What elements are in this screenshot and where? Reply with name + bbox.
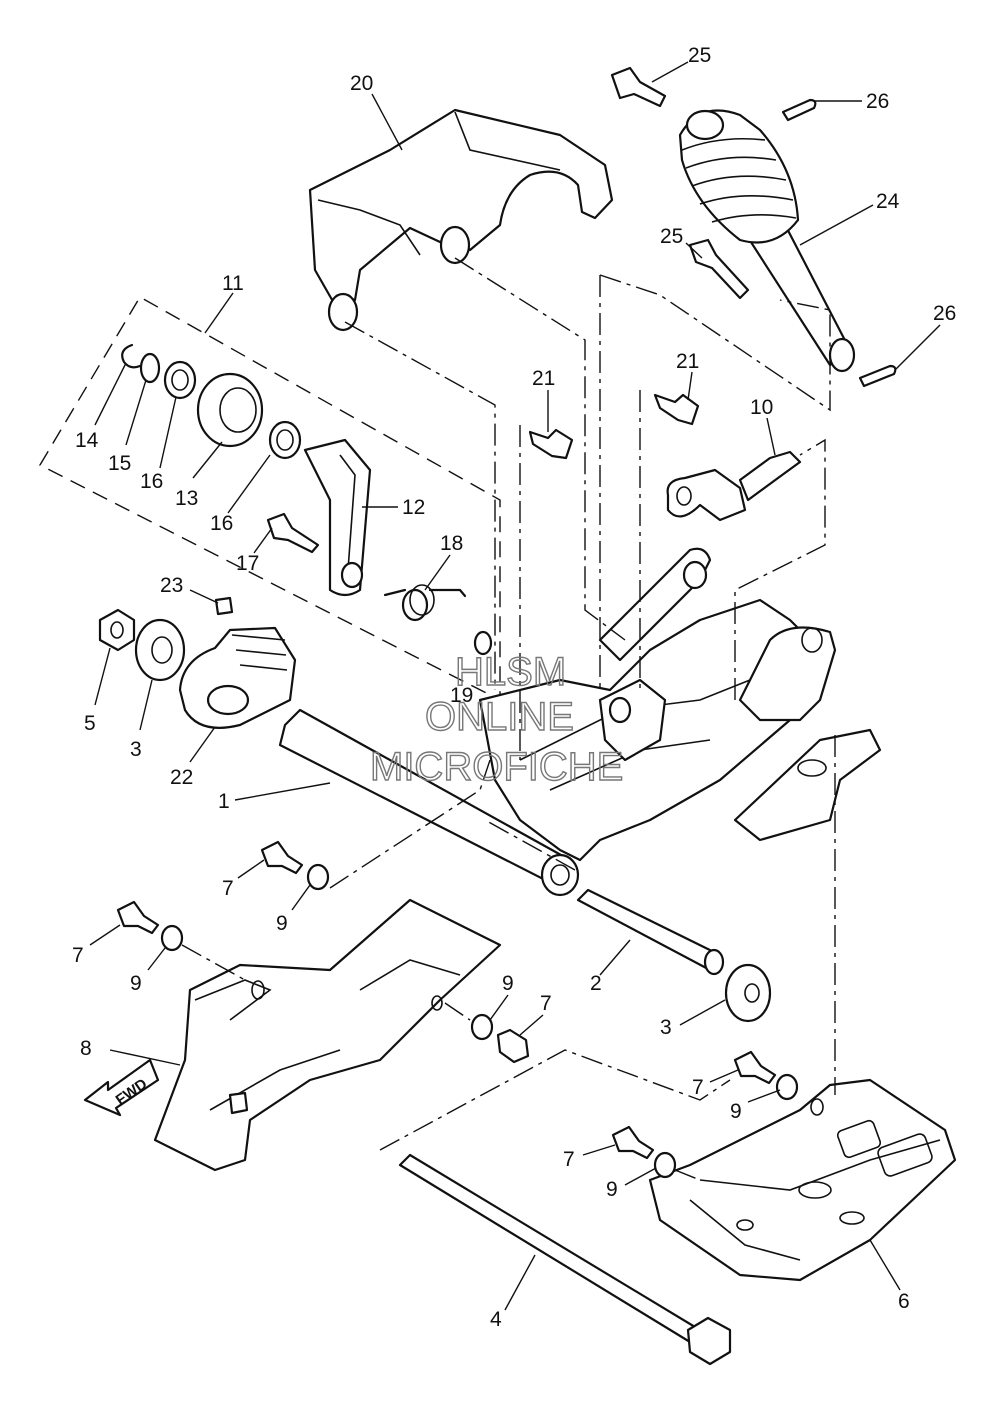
part-7-bolt-a xyxy=(260,840,304,875)
callout-26: 26 xyxy=(933,302,956,325)
callout-2: 2 xyxy=(590,972,602,995)
part-7-bolt-c xyxy=(496,1028,530,1064)
callout-9: 9 xyxy=(502,972,514,995)
callout-5: 5 xyxy=(84,712,96,735)
part-14-circlip xyxy=(121,343,142,369)
part-21-right-bolt xyxy=(653,393,700,426)
callout-25: 25 xyxy=(660,225,683,248)
part-12-tensioner-arm xyxy=(303,438,372,597)
part-26-upper-cotter-pin xyxy=(781,98,817,122)
callout-1: 1 xyxy=(218,790,230,813)
part-9-washer-a xyxy=(306,863,330,891)
watermark-line-2: ONLINE xyxy=(425,695,574,739)
callout-3: 3 xyxy=(660,1016,672,1039)
part-6-skid-plate xyxy=(648,1078,957,1282)
part-11-group-outline xyxy=(39,296,501,702)
callout-18: 18 xyxy=(440,532,463,555)
part-8-lower-guard xyxy=(153,898,502,1172)
callout-13: 13 xyxy=(175,487,198,510)
callout-7: 7 xyxy=(692,1076,704,1099)
part-4-axle-bolt xyxy=(398,1153,732,1366)
callout-23: 23 xyxy=(160,574,183,597)
callout-9: 9 xyxy=(730,1100,742,1123)
callout-21: 21 xyxy=(532,367,555,390)
part-7-bolt-e xyxy=(611,1125,655,1160)
part-9-washer-c xyxy=(470,1013,494,1041)
part-1-swing-arm xyxy=(278,547,882,897)
part-3-upper-washer xyxy=(134,618,186,682)
callout-19: 19 xyxy=(450,684,473,707)
callout-7: 7 xyxy=(222,877,234,900)
part-18-spring xyxy=(383,584,467,622)
part-15-washer xyxy=(139,352,161,384)
part-23-grease-nipple xyxy=(214,596,234,616)
callout-3: 3 xyxy=(130,738,142,761)
callout-9: 9 xyxy=(276,912,288,935)
part-21-left-bolt xyxy=(528,428,574,460)
part-3-lower-washer xyxy=(724,963,772,1023)
leader-lines xyxy=(89,61,941,1311)
part-7-bolt-d xyxy=(733,1050,777,1085)
callout-24: 24 xyxy=(876,190,900,213)
assembly-lines xyxy=(181,257,836,1181)
callout-20: 20 xyxy=(350,72,373,95)
watermark: HLSM ONLINE MICROFICHE xyxy=(369,649,624,789)
callouts: 20 25 26 24 25 26 11 14 15 16 13 16 12 1… xyxy=(72,44,956,1331)
callout-4: 4 xyxy=(490,1308,502,1331)
callout-9: 9 xyxy=(130,972,142,995)
part-24-shock-absorber xyxy=(678,109,856,373)
callout-11: 11 xyxy=(222,272,244,295)
part-9-washer-d xyxy=(775,1073,799,1101)
fwd-arrow-icon: FWD xyxy=(83,1058,160,1117)
part-9-washer-b xyxy=(160,924,184,952)
callout-7: 7 xyxy=(72,944,84,967)
part-2-collar xyxy=(576,888,725,976)
watermark-line-3: MICROFICHE xyxy=(370,745,623,789)
part-5-nut xyxy=(98,608,136,652)
callout-17: 17 xyxy=(236,552,259,575)
callout-22: 22 xyxy=(170,766,193,789)
part-22-pivot-boss xyxy=(178,626,297,729)
part-25-lower-bolt xyxy=(688,238,750,300)
part-16-bearing-inner xyxy=(268,420,302,460)
part-7-bolt-b xyxy=(116,900,160,935)
callout-6: 6 xyxy=(898,1290,910,1313)
callout-9: 9 xyxy=(606,1178,618,1201)
part-9-washer-e xyxy=(653,1151,677,1179)
callout-25: 25 xyxy=(688,44,711,67)
part-10-adjuster xyxy=(666,450,802,522)
watermark-line-1: HLSM xyxy=(455,650,566,694)
callout-8: 8 xyxy=(80,1037,92,1060)
callout-14: 14 xyxy=(75,429,99,452)
callout-16: 16 xyxy=(140,470,163,493)
part-13-roller xyxy=(196,372,264,448)
part-17-bolt xyxy=(266,512,320,554)
part-25-upper-bolt xyxy=(610,66,667,108)
part-16-bearing-outer xyxy=(163,360,197,400)
callout-12: 12 xyxy=(402,496,425,519)
callout-26: 26 xyxy=(866,90,889,113)
part-19-collar xyxy=(473,630,493,656)
part-26-lower-cotter-pin xyxy=(858,364,897,388)
callout-21: 21 xyxy=(676,350,699,373)
callout-16: 16 xyxy=(210,512,233,535)
callout-10: 10 xyxy=(750,396,773,419)
callout-7: 7 xyxy=(540,992,552,1015)
callout-7: 7 xyxy=(563,1148,575,1171)
part-20-upper-guard xyxy=(308,108,614,332)
callout-15: 15 xyxy=(108,452,131,475)
